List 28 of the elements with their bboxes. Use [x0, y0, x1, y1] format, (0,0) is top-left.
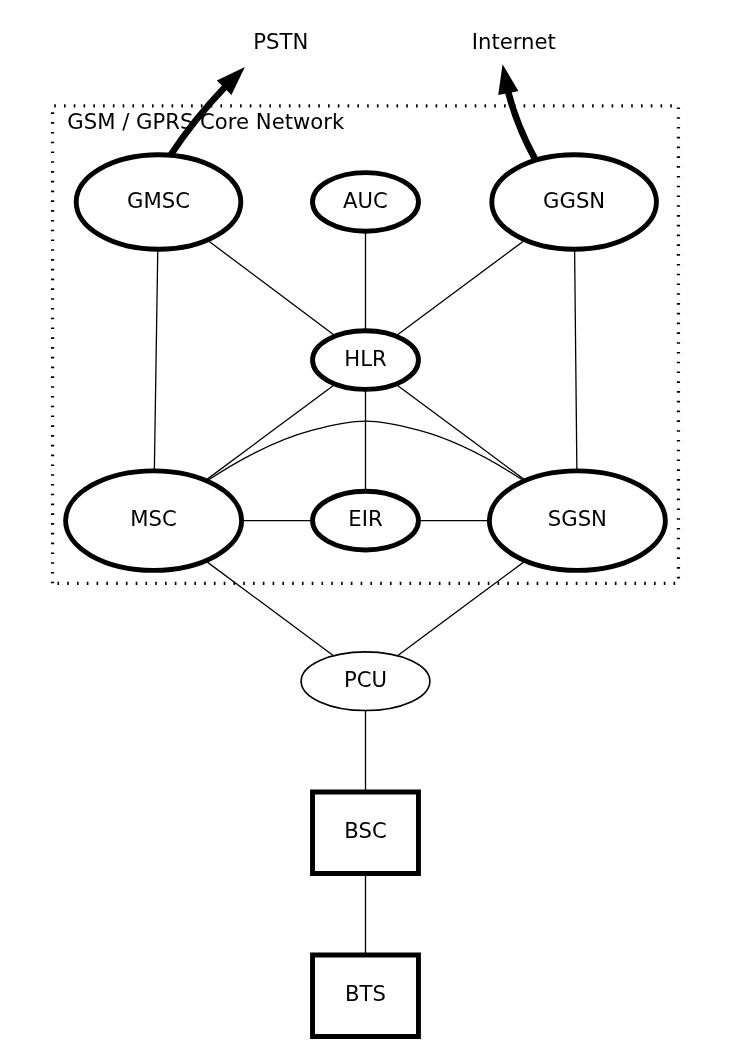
connector — [364, 710, 366, 793]
connector — [417, 519, 490, 522]
connector — [364, 231, 366, 331]
connector — [204, 383, 336, 482]
node-ellipse: AUC — [309, 170, 421, 234]
arrow — [497, 64, 538, 162]
connector — [573, 248, 578, 472]
node-ellipse: EIR — [309, 488, 421, 553]
node-ellipse: GGSN — [488, 152, 659, 252]
connector — [397, 560, 526, 656]
node-text: Internet — [471, 29, 556, 55]
node-text: PSTN — [252, 29, 308, 55]
connector — [394, 239, 525, 337]
connector — [204, 560, 333, 656]
connector — [153, 248, 158, 472]
connector — [364, 873, 366, 956]
node-ellipse: GMSC — [73, 152, 243, 252]
node-ellipse: PCU — [299, 651, 431, 712]
node-ellipse: MSC — [62, 468, 244, 573]
node-box: BSC — [309, 789, 421, 876]
node-box: BTS — [309, 952, 421, 1039]
node-ellipse: HLR — [309, 328, 421, 392]
node-ellipse: SGSN — [486, 468, 668, 573]
connector — [394, 383, 526, 482]
arrow — [167, 66, 245, 157]
connector — [206, 420, 524, 482]
connector — [206, 239, 336, 337]
connector — [364, 389, 366, 492]
